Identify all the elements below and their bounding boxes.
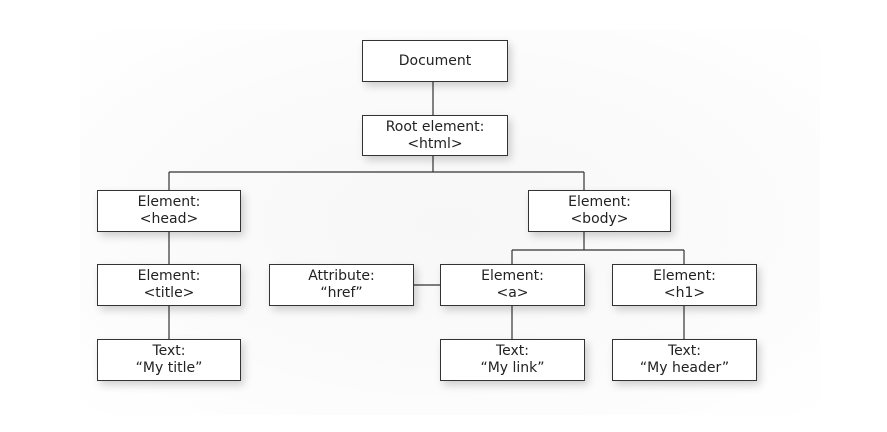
node-href: Attribute: “href”	[269, 264, 414, 306]
node-text-title: Text: “My title”	[97, 339, 241, 381]
node-title-label: Element:	[137, 268, 201, 284]
node-h1-label: Element:	[653, 268, 716, 284]
node-h1-tag: <h1>	[663, 285, 706, 301]
node-text-link-label: Text:	[495, 343, 530, 359]
node-body-tag: <body>	[570, 211, 629, 227]
node-body-label: Element:	[568, 194, 631, 210]
node-text-link: Text: “My link”	[440, 339, 585, 381]
node-text-header-value: “My header”	[639, 360, 730, 376]
node-a: Element: <a>	[440, 264, 585, 306]
node-href-value: “href”	[320, 285, 363, 301]
node-head-label: Element:	[137, 194, 201, 210]
node-h1: Element: <h1>	[612, 264, 757, 306]
node-a-label: Element:	[481, 268, 544, 284]
node-text-header-label: Text:	[667, 343, 702, 359]
node-html-tag: <html>	[407, 135, 463, 152]
node-head-tag: <head>	[139, 211, 199, 227]
node-html-label: Root element:	[385, 118, 485, 135]
node-text-title-label: Text:	[152, 343, 186, 359]
node-title-tag: <title>	[143, 285, 195, 301]
node-text-link-value: “My link”	[480, 360, 545, 376]
node-document: Document	[362, 40, 508, 82]
node-a-tag: <a>	[496, 285, 529, 301]
node-text-header: Text: “My header”	[612, 339, 757, 381]
node-body: Element: <body>	[528, 190, 671, 232]
node-href-label: Attribute:	[308, 268, 375, 284]
node-head: Element: <head>	[97, 190, 241, 232]
node-document-label: Document	[398, 52, 472, 69]
node-html: Root element: <html>	[362, 115, 508, 156]
node-text-title-value: “My title”	[135, 360, 203, 376]
node-title: Element: <title>	[97, 264, 241, 306]
